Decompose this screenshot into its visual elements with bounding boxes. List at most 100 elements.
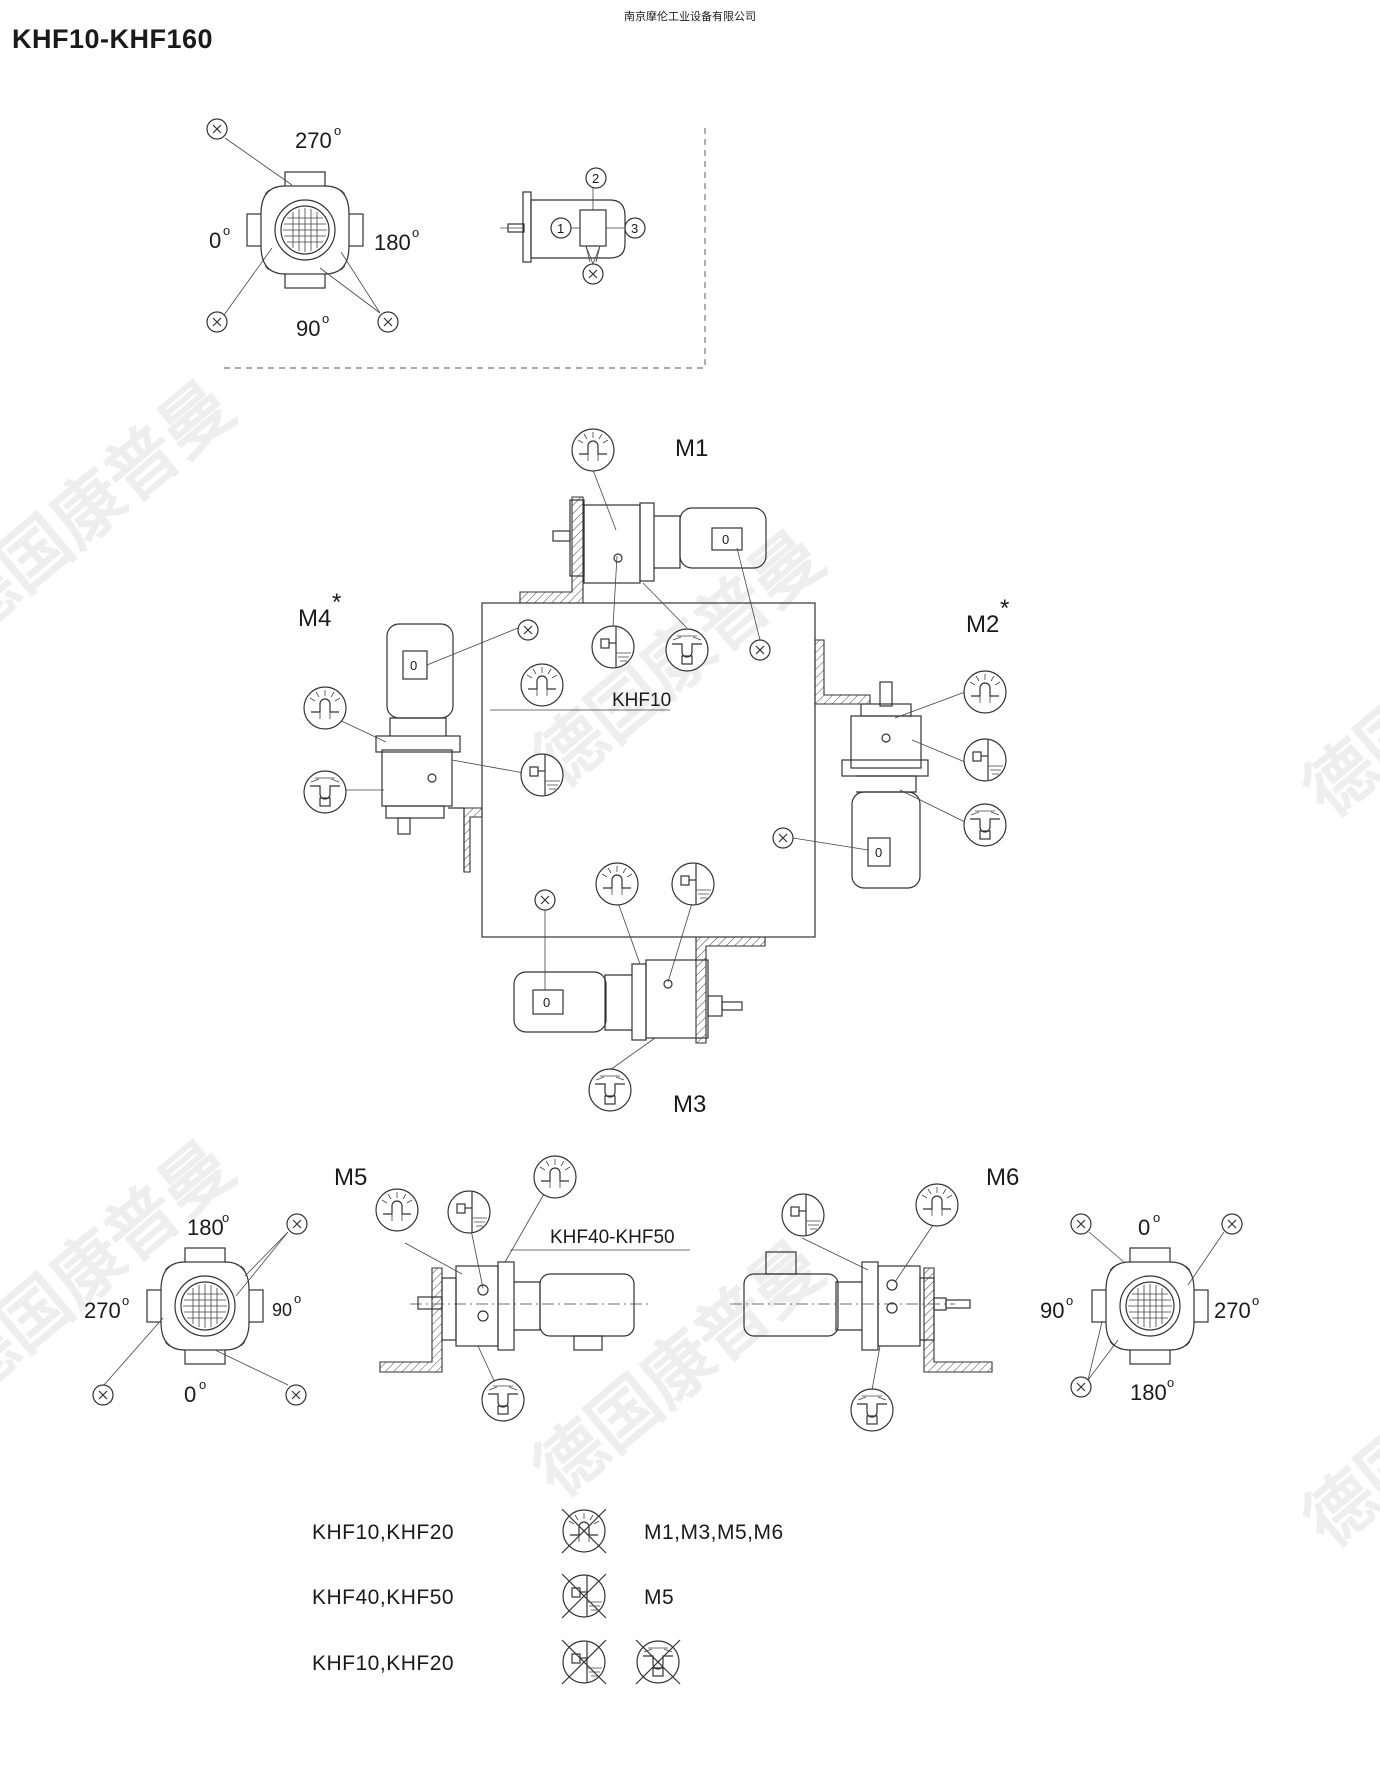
svg-text:o: o: [322, 311, 329, 326]
vent-x-icon: [772, 827, 794, 849]
callout-khf40-khf50: KHF40-KHF50: [550, 1227, 675, 1248]
drain-icon: [303, 770, 347, 814]
svg-text:o: o: [294, 1291, 301, 1306]
motor-mark: 0: [875, 845, 882, 860]
top-end-view: 270 o 0 o 180 o 90 o: [206, 118, 419, 341]
oil-level-icon: [447, 1190, 491, 1234]
m5-end-view: M5 180 o 270 o 90 o 0 o: [84, 1164, 367, 1407]
position-3: 3: [631, 221, 638, 236]
angle-180: 180: [374, 230, 411, 255]
label-m2: M2: [966, 611, 999, 638]
drain-icon: [665, 628, 709, 672]
breather-icon: [533, 1155, 577, 1199]
angle-270: 270: [1214, 1298, 1251, 1323]
drain-icon: [850, 1388, 894, 1432]
housing-box: [481, 602, 816, 938]
m3-assembly: M3 0: [513, 862, 766, 1118]
position-1: 1: [557, 221, 564, 236]
motor-mark: 0: [543, 995, 550, 1010]
drain-icon: [588, 1068, 632, 1112]
vent-x-icon: [286, 1213, 308, 1235]
svg-text:o: o: [199, 1377, 206, 1392]
angle-0: 0: [209, 228, 221, 253]
vent-x-icon: [1070, 1376, 1092, 1398]
angle-90: 90: [1040, 1298, 1064, 1323]
svg-text:o: o: [334, 123, 341, 138]
page-title: KHF10-KHF160: [12, 24, 214, 54]
svg-text:o: o: [1066, 1293, 1073, 1308]
vent-x-icon: [517, 619, 539, 641]
breather-icon: [571, 428, 615, 472]
breather-icon: [595, 862, 639, 906]
svg-text:o: o: [1153, 1210, 1160, 1225]
motor-mark: 0: [722, 532, 729, 547]
watermark-text: 德国康普曼: [0, 1125, 249, 1413]
label-m6: M6: [986, 1164, 1019, 1191]
legend-positions-2: M5: [644, 1586, 674, 1609]
watermark-text: 德国康普曼: [1288, 1275, 1380, 1563]
angle-90: 90: [296, 316, 320, 341]
motor-mark: 0: [410, 658, 417, 673]
label-star: *: [332, 589, 341, 616]
breather-icon: [963, 670, 1007, 714]
drain-icon: [963, 803, 1007, 847]
legend-positions-1: M1,M3,M5,M6: [644, 1521, 784, 1544]
angle-0: 0: [184, 1382, 196, 1407]
legend-model-1: KHF10,KHF20: [312, 1521, 454, 1544]
watermark-text: 德国康普曼: [0, 365, 249, 653]
oil-level-icon: [671, 862, 715, 906]
label-m1: M1: [675, 435, 708, 462]
label-m5: M5: [334, 1164, 367, 1191]
m1-assembly: M1 0: [519, 428, 771, 672]
vent-x-icon: [206, 118, 228, 140]
breather-icon: [915, 1183, 959, 1227]
watermark-text: 德国康普曼: [518, 1225, 839, 1513]
angle-0: 0: [1138, 1215, 1150, 1240]
legend-model-3: KHF10,KHF20: [312, 1652, 454, 1675]
vent-x-icon: [377, 311, 399, 333]
svg-text:o: o: [1252, 1293, 1259, 1308]
angle-180: 180: [1130, 1380, 1167, 1405]
top-section-frame: [222, 128, 706, 369]
angle-90: 90: [272, 1300, 292, 1320]
label-m4: M4: [298, 605, 331, 632]
vent-x-icon: [206, 311, 228, 333]
vent-x-icon: [749, 639, 771, 661]
oil-level-icon: [591, 625, 635, 669]
label-m3: M3: [673, 1091, 706, 1118]
svg-text:o: o: [122, 1293, 129, 1308]
drain-icon: [481, 1378, 525, 1422]
breather-icon: [303, 686, 347, 730]
breather-icon: [375, 1188, 419, 1232]
vent-x-icon: [1070, 1213, 1092, 1235]
angle-270: 270: [84, 1298, 121, 1323]
legend: KHF10,KHF20 M1,M3,M5,M6 KHF40,KHF50 M5 K…: [312, 1508, 784, 1685]
vent-x-icon: [92, 1384, 114, 1406]
watermark-text: 德国康普曼: [1288, 545, 1380, 833]
position-2: 2: [592, 171, 599, 186]
vent-x-icon: [534, 889, 556, 911]
label-star: *: [1000, 595, 1009, 622]
breather-icon: [520, 663, 564, 707]
m6-side-view: M6: [730, 1164, 1019, 1432]
vent-x-icon: [1221, 1213, 1243, 1235]
oil-level-icon: [781, 1193, 825, 1237]
svg-text:o: o: [223, 223, 230, 238]
angle-270: 270: [295, 128, 332, 153]
m6-end-view: 0 o 90 o 270 o 180 o: [1040, 1210, 1259, 1405]
svg-text:o: o: [222, 1210, 229, 1225]
m4-assembly: M4 * 0: [298, 589, 564, 873]
callout-khf10: KHF10: [612, 690, 671, 711]
angle-180: 180: [187, 1215, 224, 1240]
svg-text:o: o: [412, 225, 419, 240]
vent-x-icon: [582, 263, 604, 285]
svg-text:o: o: [1167, 1375, 1174, 1390]
m2-assembly: M2 * 0: [772, 595, 1009, 889]
oil-level-icon: [963, 738, 1007, 782]
company-name: 南京摩伦工业设备有限公司: [624, 11, 756, 23]
vent-x-icon: [285, 1384, 307, 1406]
oil-level-icon: [520, 753, 564, 797]
top-side-view: 1 2 3: [500, 167, 646, 285]
legend-model-2: KHF40,KHF50: [312, 1586, 454, 1609]
